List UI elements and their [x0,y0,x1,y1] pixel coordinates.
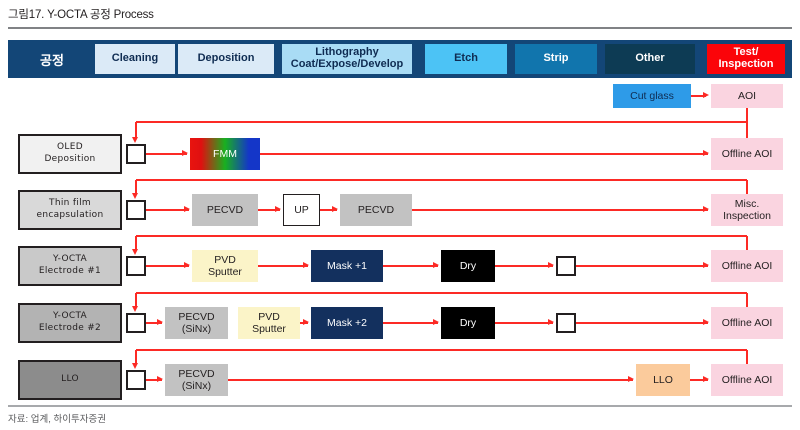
connector-llo-to-result [690,379,708,381]
step-y-octa-electrode-1-clean-square[interactable] [126,256,146,276]
step-y-octa-electrode-1-pvd-sputter[interactable]: PVD Sputter [192,250,258,282]
row-label-llo: LLO [18,360,122,400]
result-thin-film-encapsulation[interactable]: Misc. Inspection [711,194,783,226]
arrow-thin-film-encapsulation-to-result [703,206,709,213]
figure-title: 그림17. Y-OCTA 공정 Process [8,9,154,21]
step-y-octa-electrode-2-pvd-sputter[interactable]: PVD Sputter [238,307,300,339]
header-column-4[interactable]: Etch [425,44,507,74]
feedback-run-thin-film-encapsulation [136,179,747,181]
connector-cut-glass-to-aoi [691,95,706,97]
arrow-y-octa-electrode-2-3 [433,319,439,326]
step-y-octa-electrode-2-strip-square[interactable] [556,313,576,333]
feedback-enter-y-octa-electrode-1 [135,236,137,250]
arrow-y-octa-electrode-1-to-result [703,262,709,269]
arrow-y-octa-electrode-1-3 [548,262,554,269]
arrow-y-octa-electrode-2-to-result [703,319,709,326]
row-label-thin-film-encapsulation: Thin film encapsulation [18,190,122,230]
arrow-y-octa-electrode-1-0 [184,262,190,269]
arrow-y-octa-electrode-2-0 [157,319,163,326]
header-column-5[interactable]: Strip [515,44,597,74]
step-llo-pecvd-sinx[interactable]: PECVD (SiNx) [165,364,228,396]
step-y-octa-electrode-1-dry[interactable]: Dry [441,250,495,282]
connector-oled-deposition-0 [146,153,187,155]
step-y-octa-electrode-2-dry[interactable]: Dry [441,307,495,339]
connector-y-octa-electrode-2-to-result [576,322,708,324]
connector-y-octa-electrode-1-to-result [576,265,708,267]
step-llo-llo[interactable]: LLO [636,364,690,396]
header-column-2[interactable]: Deposition [178,44,274,74]
result-y-octa-electrode-1[interactable]: Offline AOI [711,250,783,282]
arrow-oled-deposition-0 [182,150,188,157]
arrow-thin-film-encapsulation-0 [184,206,190,213]
header-column-7[interactable]: Test/ Inspection [707,44,785,74]
step-y-octa-electrode-2-mask-2[interactable]: Mask +2 [311,307,383,339]
header-row-label: 공정 [40,53,64,69]
feedback-enter-llo [135,350,137,364]
step-oled-deposition-fmm[interactable]: FMM [190,138,260,170]
connector-llo-0 [146,379,162,381]
feedback-arrow-oled-deposition [132,137,139,143]
arrow-llo-0 [157,376,163,383]
result-oled-deposition[interactable]: Offline AOI [711,138,783,170]
arrow-cut-glass-to-aoi [703,92,709,99]
arrow-thin-film-encapsulation-2 [332,206,338,213]
connector-y-octa-electrode-2-3 [383,322,438,324]
feedback-run-y-octa-electrode-1 [136,235,747,237]
feedback-enter-thin-film-encapsulation [135,180,137,194]
top-step-cut-glass[interactable]: Cut glass [613,84,691,108]
step-y-octa-electrode-2-pecvd-sinx[interactable]: PECVD (SiNx) [165,307,228,339]
figure-source: 자료: 업계, 하이투자증권 [8,414,106,425]
result-y-octa-electrode-2[interactable]: Offline AOI [711,307,783,339]
connector-llo-1 [228,379,633,381]
feedback-run-y-octa-electrode-2 [136,292,747,294]
connector-y-octa-electrode-1-1 [258,265,308,267]
feedback-arrow-llo [132,363,139,369]
feedback-arrow-y-octa-electrode-1 [132,249,139,255]
connector-thin-film-encapsulation-2 [320,209,337,211]
arrow-y-octa-electrode-1-1 [303,262,309,269]
connector-thin-film-encapsulation-0 [146,209,189,211]
header-column-3[interactable]: Lithography Coat/Expose/Develop [282,44,412,74]
step-oled-deposition-clean-square[interactable] [126,144,146,164]
row-label-y-octa-electrode-2: Y-OCTA Electrode #2 [18,303,122,343]
feedback-enter-oled-deposition [135,122,137,138]
feedback-arrow-y-octa-electrode-2 [132,306,139,312]
title-divider [8,27,792,29]
top-result-aoi[interactable]: AOI [711,84,783,108]
connector-thin-film-encapsulation-to-result [412,209,708,211]
header-column-1[interactable]: Cleaning [95,44,175,74]
connector-y-octa-electrode-2-0 [146,322,162,324]
arrow-thin-film-encapsulation-1 [275,206,281,213]
connector-y-octa-electrode-1-3 [495,265,553,267]
feedback-run-llo [136,349,747,351]
row-label-oled-deposition: OLED Deposition [18,134,122,174]
connector-y-octa-electrode-2-4 [495,322,553,324]
feedback-enter-y-octa-electrode-2 [135,293,137,307]
arrow-y-octa-electrode-1-2 [433,262,439,269]
arrow-oled-deposition-to-result [703,150,709,157]
connector-y-octa-electrode-1-0 [146,265,189,267]
arrow-y-octa-electrode-2-4 [548,319,554,326]
source-divider [8,405,792,407]
step-y-octa-electrode-2-clean-square[interactable] [126,313,146,333]
feedback-drop-top-aoi [746,108,748,122]
step-y-octa-electrode-1-mask-1[interactable]: Mask +1 [311,250,383,282]
header-column-6[interactable]: Other [605,44,695,74]
step-thin-film-encapsulation-clean-square[interactable] [126,200,146,220]
arrow-y-octa-electrode-2-2 [303,319,309,326]
result-llo[interactable]: Offline AOI [711,364,783,396]
feedback-run-oled-deposition [136,121,747,123]
step-thin-film-encapsulation-up[interactable]: UP [283,194,320,226]
connector-oled-deposition-to-result [260,153,708,155]
step-thin-film-encapsulation-pecvd-1[interactable]: PECVD [192,194,258,226]
step-y-octa-electrode-1-strip-square[interactable] [556,256,576,276]
arrow-llo-to-result [703,376,709,383]
step-thin-film-encapsulation-pecvd-2[interactable]: PECVD [340,194,412,226]
row-label-y-octa-electrode-1: Y-OCTA Electrode #1 [18,246,122,286]
arrow-llo-1 [628,376,634,383]
feedback-arrow-thin-film-encapsulation [132,193,139,199]
connector-y-octa-electrode-1-2 [383,265,438,267]
step-llo-clean-square[interactable] [126,370,146,390]
connector-thin-film-encapsulation-1 [258,209,280,211]
